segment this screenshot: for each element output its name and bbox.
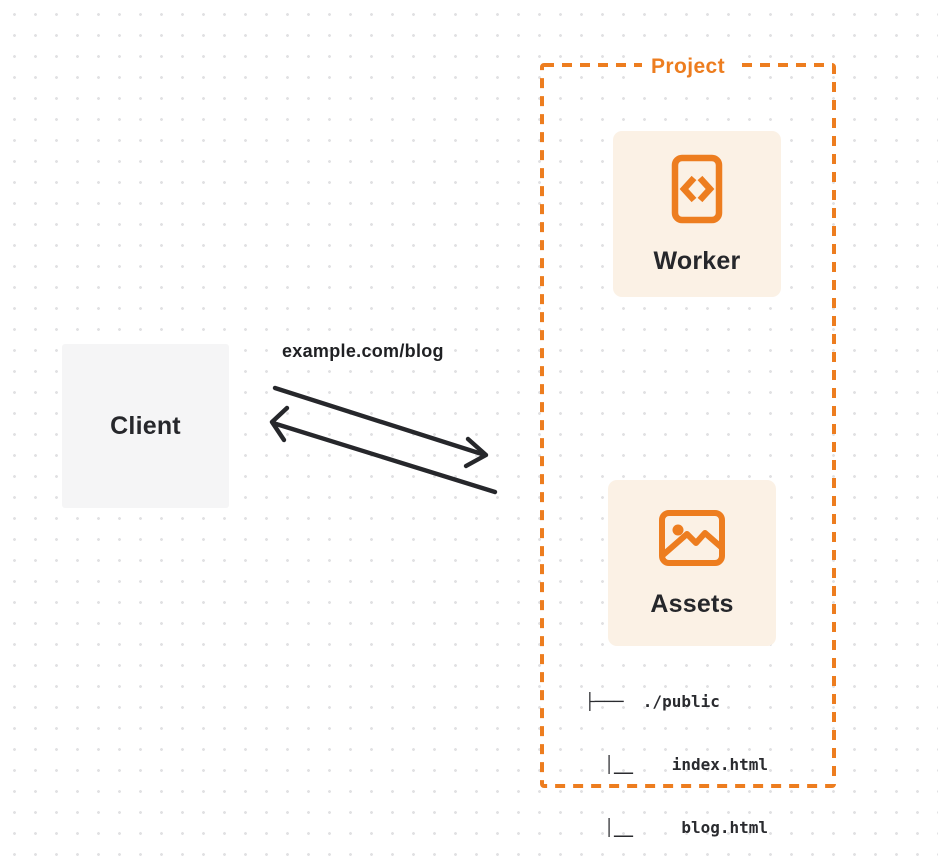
request-response-arrows xyxy=(269,385,498,495)
worker-card: Worker xyxy=(613,131,781,297)
client-box: Client xyxy=(62,344,229,508)
file-tree-line: │__ index.html xyxy=(585,755,769,774)
file-tree: ├─── ./public │__ index.html │__ blog.ht… xyxy=(585,649,768,860)
project-container: Project Worker xyxy=(540,55,836,788)
assets-card: Assets xyxy=(608,480,776,646)
file-tree-root-line: ├─── ./public xyxy=(585,692,720,711)
file-tree-line: │__ blog.html xyxy=(585,818,769,837)
client-label: Client xyxy=(110,411,181,440)
project-title: Project xyxy=(642,55,734,79)
worker-label: Worker xyxy=(653,247,741,275)
image-icon xyxy=(659,509,725,567)
request-arrow-icon xyxy=(272,385,489,469)
code-document-icon xyxy=(671,154,723,224)
request-url-label: example.com/blog xyxy=(282,341,444,361)
assets-label: Assets xyxy=(650,589,734,618)
response-arrow-icon xyxy=(269,405,498,495)
